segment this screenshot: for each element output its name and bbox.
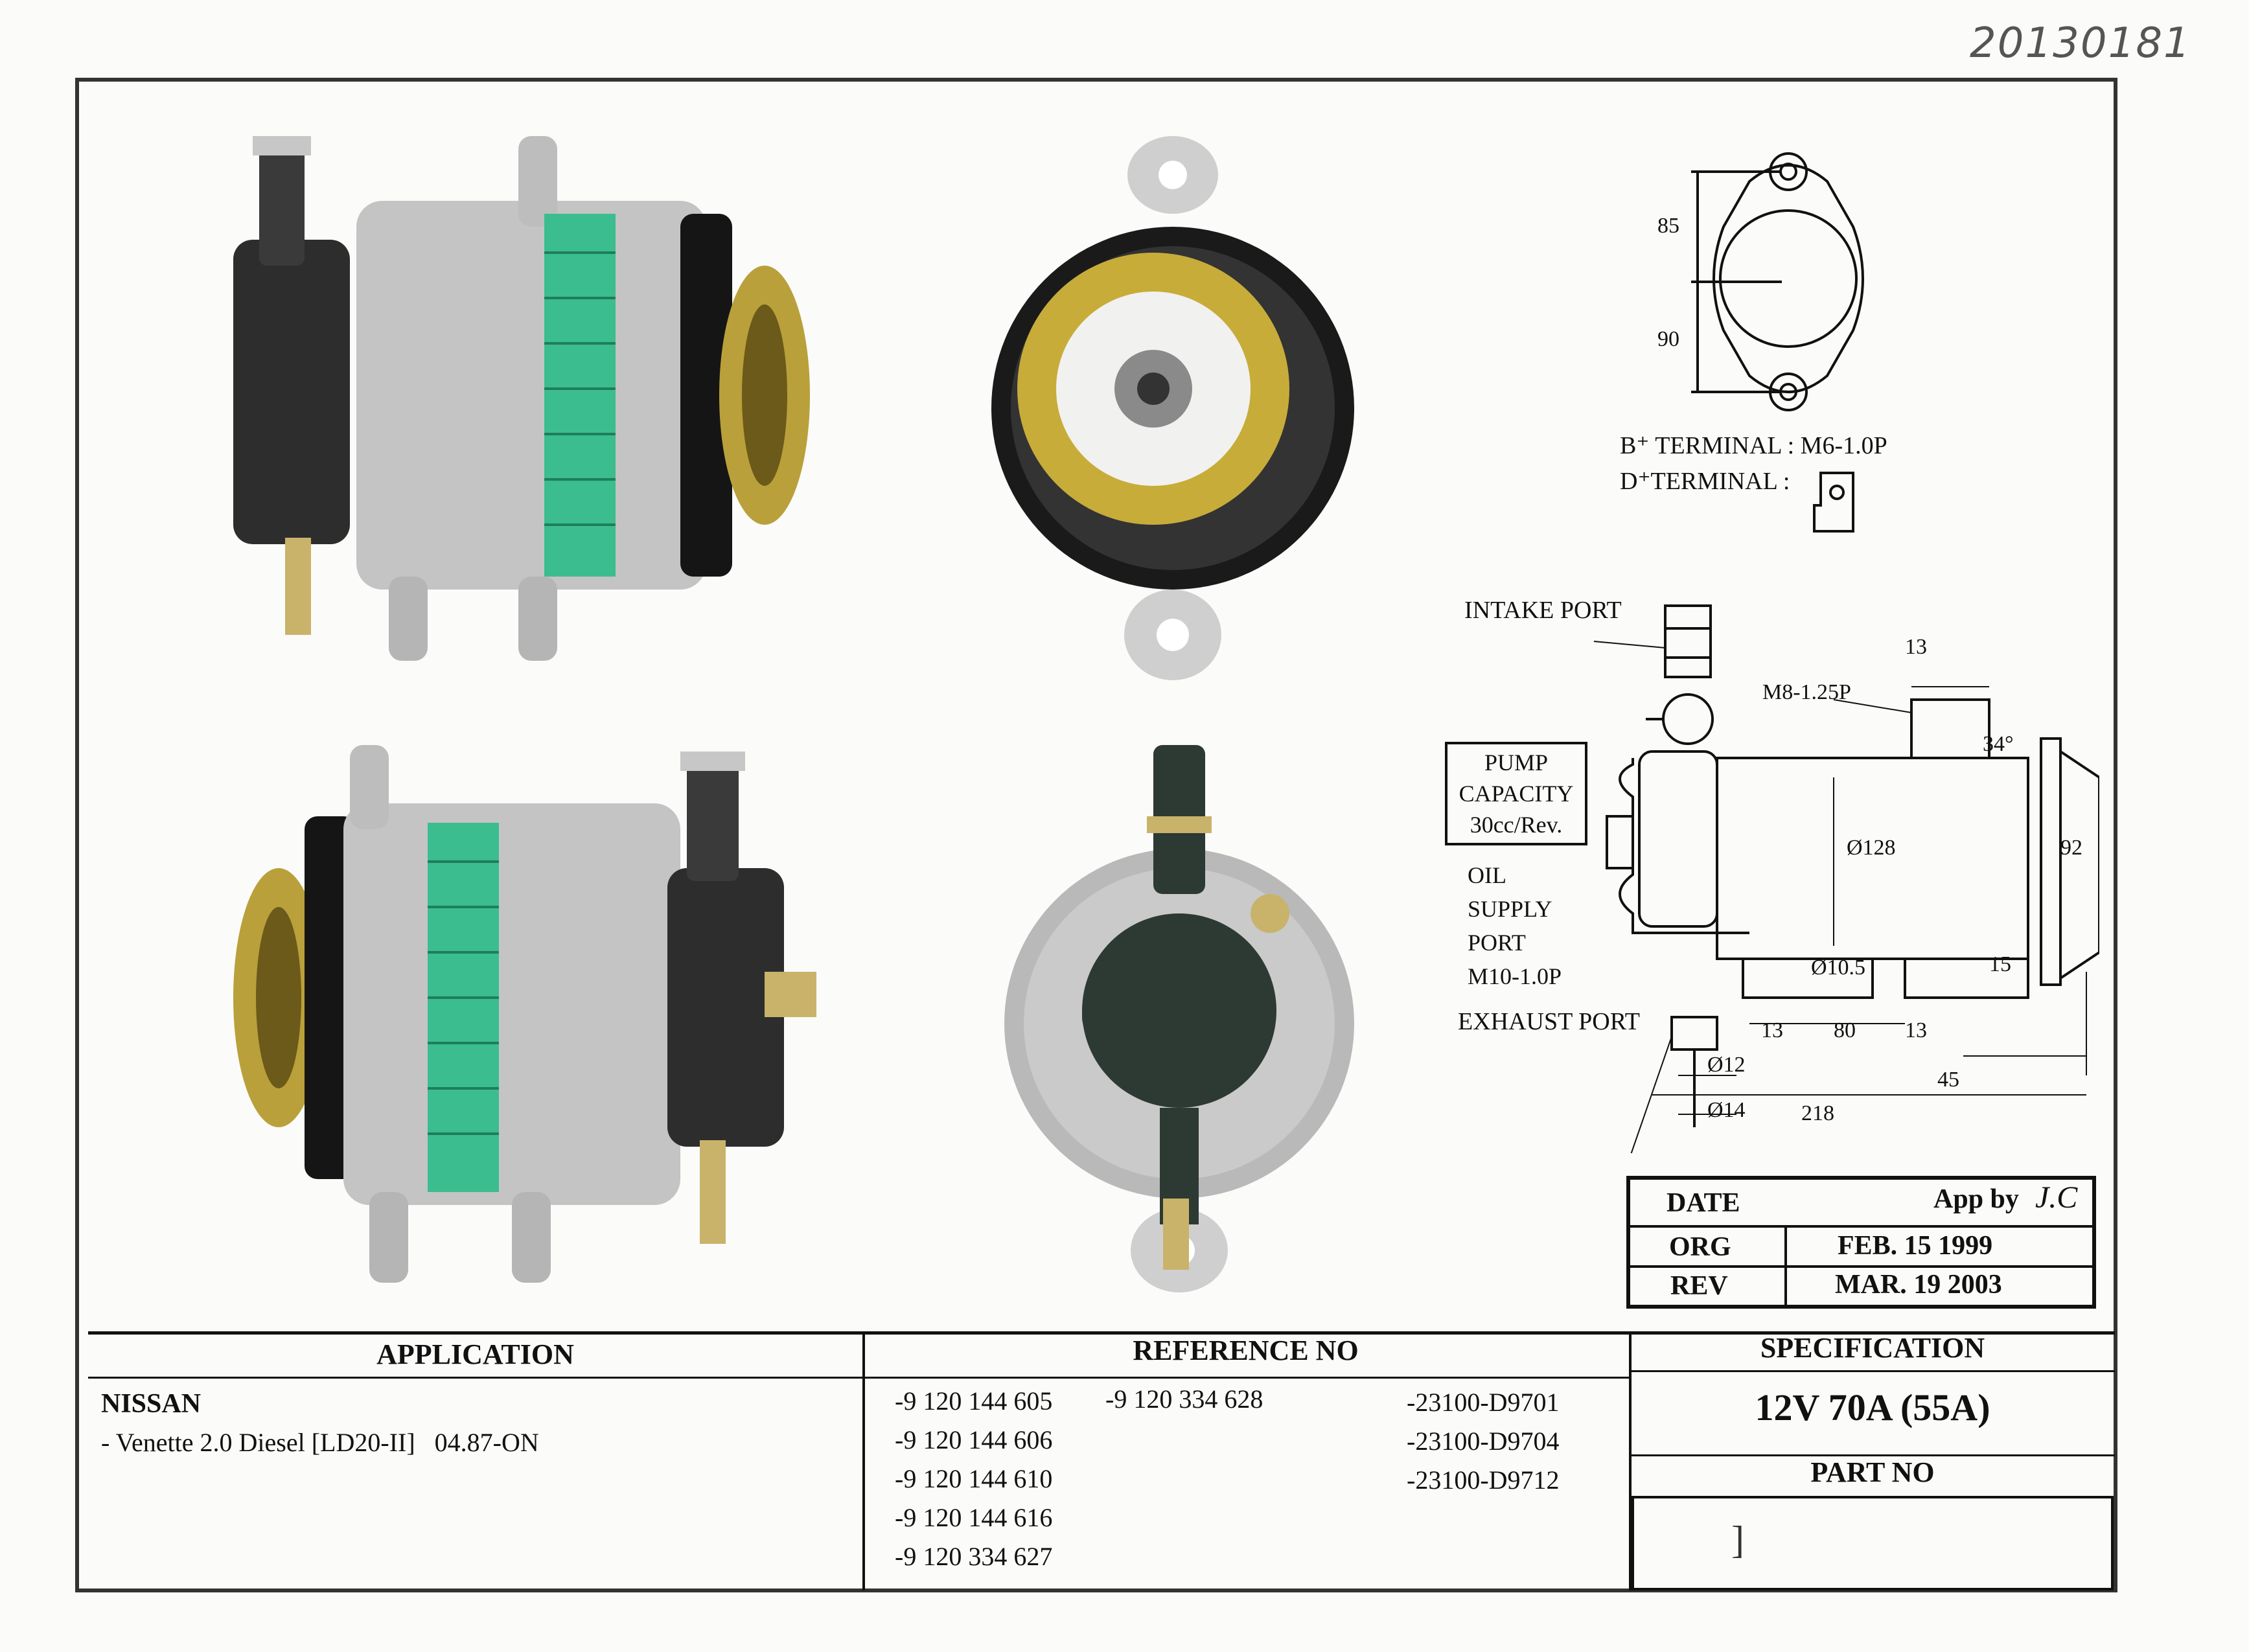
- reference-item: -9 120 144 616: [895, 1503, 1053, 1532]
- oil-supply-line1: OIL: [1468, 862, 1506, 888]
- app-by-label: App by: [1933, 1184, 2019, 1214]
- alternator-rear-photo: [1004, 745, 1354, 1292]
- table-col-divider-2: [1629, 1331, 1632, 1590]
- reference-item: -23100-D9704: [1407, 1427, 1560, 1456]
- dia-12-label: Ø12: [1707, 1053, 1746, 1077]
- date-row-divider-2: [1630, 1265, 2092, 1268]
- dim-218-label: 218: [1801, 1101, 1834, 1125]
- oil-supply-line3: PORT: [1468, 930, 1526, 956]
- dia-10-5-label: Ø10.5: [1811, 956, 1866, 980]
- reference-column-2: -9 120 334 628: [1105, 1380, 1263, 1419]
- b-terminal-label: B⁺ TERMINAL : M6-1.0P: [1620, 432, 1887, 459]
- dia-128-label: Ø128: [1847, 836, 1896, 860]
- date-row-divider-1: [1630, 1225, 2092, 1228]
- dim-13-top: 13: [1905, 635, 1927, 659]
- reference-item: -9 120 334 627: [895, 1542, 1053, 1571]
- date-col-divider: [1784, 1225, 1787, 1305]
- application-make: NISSAN: [101, 1389, 202, 1419]
- d-terminal-icon: [1813, 472, 1854, 533]
- mount-dim-top: 85: [1657, 214, 1679, 238]
- rev-date: MAR. 19 2003: [1835, 1270, 2002, 1300]
- org-date: FEB. 15 1999: [1838, 1231, 1993, 1261]
- reference-column-3: -23100-D9701 -23100-D9704 -23100-D9712: [1407, 1383, 1560, 1500]
- reference-item: -9 120 144 610: [895, 1464, 1053, 1493]
- reference-item: -9 120 144 606: [895, 1425, 1053, 1454]
- dim-15-label: 15: [1989, 952, 2011, 976]
- table-top-border: [88, 1331, 2115, 1335]
- intake-port-label: INTAKE PORT: [1464, 597, 1622, 624]
- thread-label: M8-1.25P: [1762, 680, 1851, 704]
- drawing-frame: [75, 78, 2117, 1592]
- d-terminal-label: D⁺TERMINAL :: [1620, 468, 1790, 495]
- specification-value: 12V 70A (55A): [1755, 1386, 1990, 1428]
- reference-item: -23100-D9712: [1407, 1465, 1560, 1495]
- app-by-signature: J.C: [2035, 1180, 2078, 1215]
- alternator-rear-side-photo: [233, 745, 816, 1283]
- dim-45-label: 45: [1937, 1068, 1959, 1092]
- mount-diagram: [1691, 152, 1864, 411]
- reference-item: -9 120 144 605: [895, 1386, 1053, 1416]
- dim-13-a-label: 13: [1761, 1018, 1783, 1042]
- document-stamp: 20130181: [1970, 19, 2191, 67]
- dim-92-label: 92: [2060, 836, 2082, 860]
- specification-header: SPECIFICATION: [1760, 1332, 1985, 1364]
- mount-dim-bottom: 90: [1657, 327, 1679, 351]
- oil-supply-line4: M10-1.0P: [1468, 963, 1562, 989]
- table-header-divider: [88, 1377, 1630, 1379]
- reference-item: -9 120 334 628: [1105, 1384, 1263, 1414]
- dia-14-label: Ø14: [1707, 1098, 1746, 1122]
- specification-divider: [1630, 1370, 2115, 1372]
- pump-capacity-line2: CAPACITY: [1459, 781, 1574, 807]
- pump-capacity-box: PUMP CAPACITY 30cc/Rev.: [1445, 742, 1587, 845]
- angle-label: 34°: [1983, 732, 2014, 756]
- reference-item: -23100-D9701: [1407, 1388, 1560, 1417]
- dim-13-b-label: 13: [1905, 1018, 1927, 1042]
- org-label: ORG: [1669, 1232, 1731, 1262]
- part-no-header: PART NO: [1810, 1456, 1935, 1488]
- part-no-box: ]: [1632, 1496, 2114, 1590]
- reference-header: REFERENCE NO: [1133, 1335, 1359, 1366]
- application-header: APPLICATION: [376, 1338, 574, 1370]
- oil-supply-label: OIL SUPPLY PORT M10-1.0P: [1468, 858, 1562, 993]
- alternator-front-photo: [991, 136, 1354, 680]
- pump-capacity-line1: PUMP: [1484, 750, 1549, 775]
- pump-dimension-drawing: [1593, 604, 2099, 1153]
- reference-column-1: -9 120 144 605 -9 120 144 606 -9 120 144…: [895, 1382, 1052, 1576]
- pump-capacity-line3: 30cc/Rev.: [1470, 812, 1563, 838]
- application-model: - Venette 2.0 Diesel [LD20-II] 04.87-ON: [101, 1428, 539, 1457]
- part-no-divider: [1630, 1454, 2115, 1456]
- rev-label: REV: [1670, 1271, 1728, 1301]
- date-label: DATE: [1667, 1188, 1740, 1218]
- part-no-value: ]: [1731, 1519, 1744, 1561]
- alternator-side-photo: [233, 136, 810, 661]
- oil-supply-line2: SUPPLY: [1468, 896, 1552, 922]
- table-col-divider-1: [862, 1331, 865, 1590]
- bottom-table: APPLICATION REFERENCE NO SPECIFICATION N…: [88, 1331, 2115, 1590]
- date-box: DATE App by J.C ORG FEB. 15 1999 REV MAR…: [1626, 1176, 2096, 1309]
- dim-80-label: 80: [1834, 1018, 1856, 1042]
- exhaust-port-label: EXHAUST PORT: [1458, 1008, 1640, 1035]
